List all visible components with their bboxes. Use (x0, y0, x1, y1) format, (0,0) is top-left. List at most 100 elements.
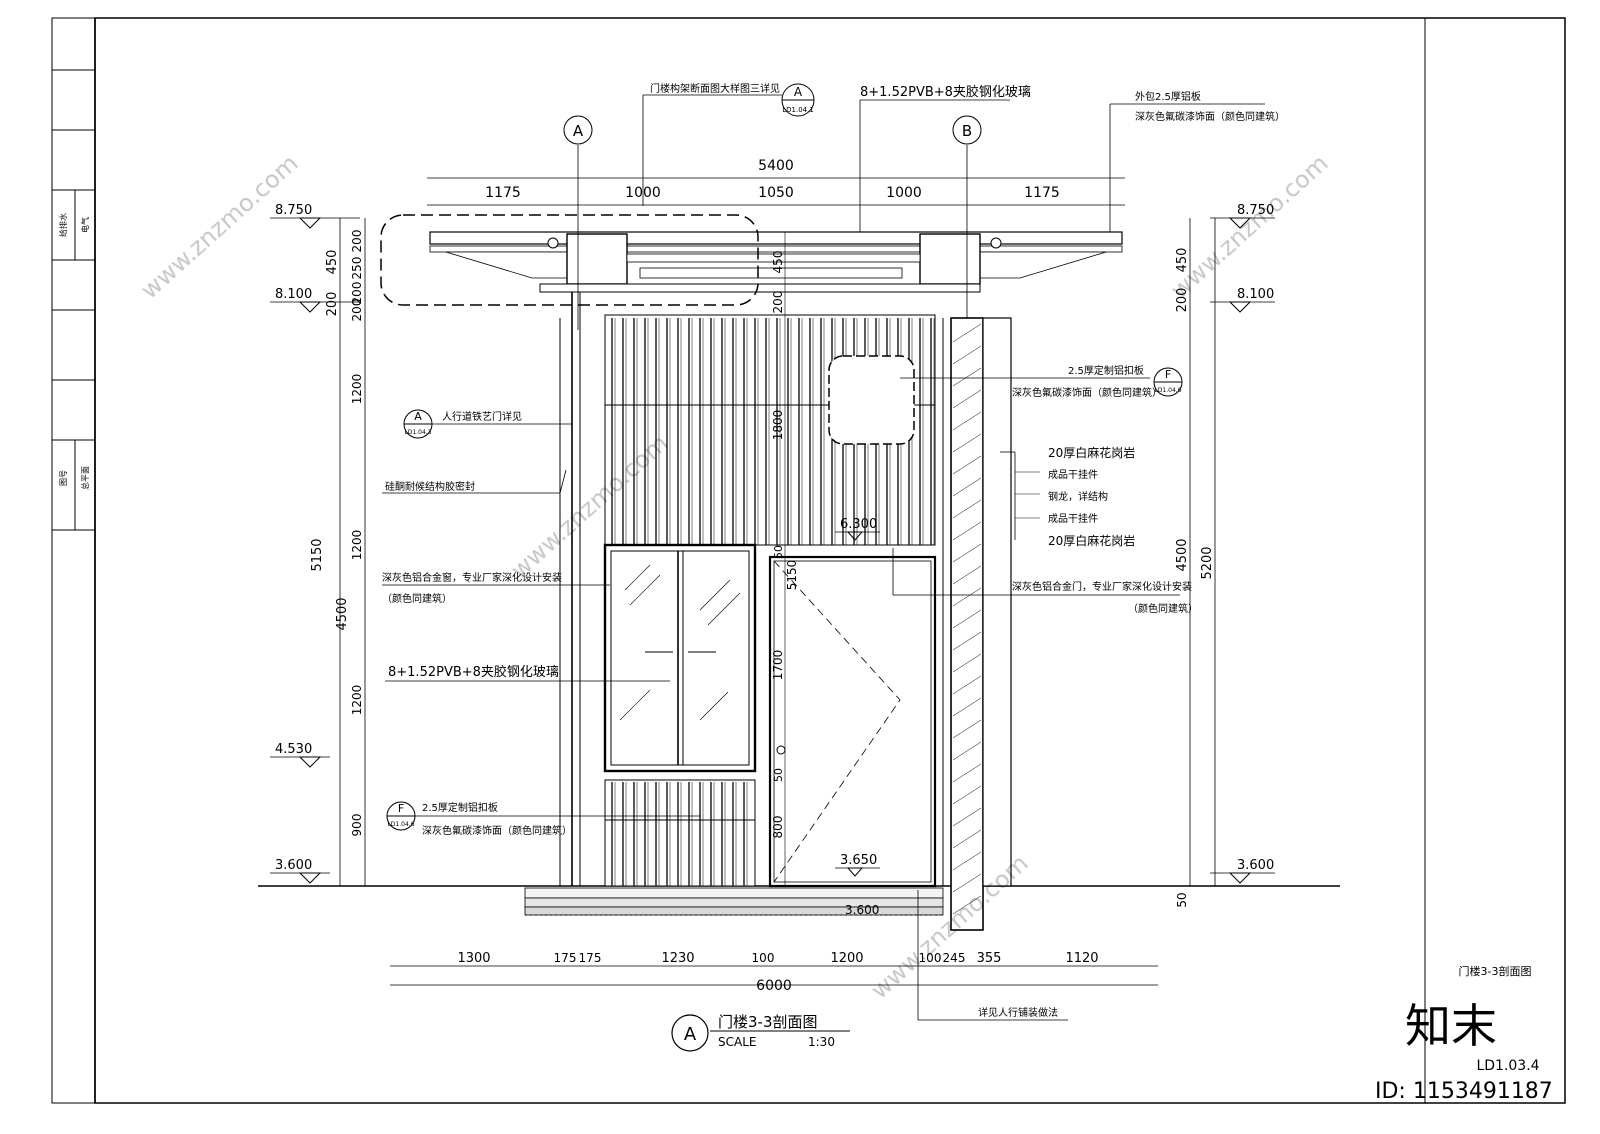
dim-mid-3: 200 (350, 282, 364, 305)
dim-mid-4: 200 (350, 299, 364, 322)
drawing-line (952, 675, 982, 695)
level-left-8750: 8.750 (275, 203, 312, 218)
dim-bottom-seg-5: 100 (752, 951, 775, 965)
dim-center-200: 200 (771, 291, 785, 314)
callout-gate-sym: A (414, 410, 422, 423)
drawing-line (952, 455, 982, 475)
dim-right-4500: 4500 (1175, 538, 1190, 571)
callout-panel-right-1: 2.5厚定制铝扣板 (1068, 364, 1144, 377)
level-right-3600: 3.600 (1237, 858, 1274, 873)
callout-stone: 20厚白麻花岗岩 成品干挂件 钢龙，详结构 成品干挂件 20厚白麻花岗岩 (1000, 445, 1135, 548)
drawing-line (952, 433, 982, 453)
level-left-4530: 4.530 (275, 742, 312, 757)
callout-panel-right-ref: LD1.04.6 (1154, 387, 1181, 394)
callout-sealant-text: 硅酮耐候结构胶密封 (385, 480, 475, 493)
top-dimensions: 5400 1175 1000 1050 1000 1175 (427, 158, 1125, 206)
drawing-line (952, 741, 982, 761)
callout-panel-right-2: 深灰色氟碳漆饰面（颜色同建筑） (1012, 386, 1162, 399)
dim-top-seg-3: 1050 (758, 185, 794, 201)
strip-text-4: 总平面 (80, 466, 90, 490)
callout-top-glass: 8+1.52PVB+8夹胶钢化玻璃 (859, 84, 1031, 232)
watermark-logo: 知末 ID: 1153491187 (1375, 999, 1553, 1104)
dim-mid-6: 1200 (350, 530, 364, 561)
door-frame (768, 555, 937, 888)
detail-highlight-box (380, 214, 759, 306)
dim-bottom-seg-1: 1300 (457, 951, 490, 966)
callout-window-1: 深灰色铝合金窗，专业厂家深化设计安装 (382, 571, 562, 584)
window-frame (603, 543, 757, 773)
callout-panel-right-sym: F (1165, 368, 1171, 381)
dim-left-200: 200 (325, 292, 340, 317)
title-text: 门楼3-3剖面图 (718, 1013, 818, 1031)
callout-gate: A LD1.04.3 人行道铁艺门详见 (403, 409, 572, 439)
ground (258, 885, 1340, 916)
dim-mid-2: 250 (350, 257, 364, 280)
callout-paving: 详见人行铺装做法 (917, 890, 1068, 1021)
drawing-line (952, 763, 982, 783)
grid-axis-a: A (573, 122, 584, 140)
callout-panel-bottom-2: 深灰色氟碳漆饰面（颜色同建筑） (422, 824, 572, 837)
callout-stone-4: 成品干挂件 (1048, 512, 1098, 525)
dim-top-total: 5400 (758, 158, 794, 174)
callout-top-glass-text: 8+1.52PVB+8夹胶钢化玻璃 (860, 84, 1031, 100)
sheet-frame (51, 17, 1566, 1104)
callout-top-detail-ref: LD1.04.1 (782, 106, 814, 114)
dim-center-800: 800 (771, 816, 785, 839)
strip-text-2: 电气 (80, 217, 90, 233)
bottom-dimensions: 1300 175 175 1230 100 1200 100 245 355 1… (390, 951, 1158, 994)
callout-panel-bottom-1: 2.5厚定制铝扣板 (422, 801, 498, 814)
drawing-line (952, 543, 982, 563)
vertical-dimension-lines (339, 218, 1216, 886)
drawing-line (952, 785, 982, 805)
level-left-8100: 8.100 (275, 287, 312, 302)
left-mid-dims: 200 250 200 200 1200 1200 1200 900 4500 (335, 230, 364, 837)
watermark-logo-text: 知末 (1405, 999, 1497, 1053)
callout-panel-right: 2.5厚定制铝扣板 深灰色氟碳漆饰面（颜色同建筑） F LD1.04.6 (900, 364, 1183, 399)
level-inner-3650: 3.650 (840, 853, 877, 868)
dim-center-1800: 1800 (771, 410, 785, 441)
dim-center-5150: 5150 (785, 560, 799, 591)
callout-top-detail-sym: A (794, 85, 803, 99)
dim-right-200: 200 (1175, 288, 1190, 313)
dim-right-450: 450 (1175, 248, 1190, 273)
left-outer-dims: 450 200 5150 (310, 250, 340, 572)
level-right-8100: 8.100 (1237, 287, 1274, 302)
callout-gate-ref: LD1.04.3 (404, 429, 431, 436)
dim-left-450: 450 (325, 250, 340, 275)
drawing-line (952, 389, 982, 409)
center-dims: 450 200 1800 5150 50 1700 50 800 (771, 251, 799, 839)
dim-mid-total: 4500 (335, 597, 350, 630)
callout-panel-bottom-sym: F (398, 802, 404, 815)
callout-window-2: （颜色同建筑） (382, 592, 452, 605)
vent-opening (828, 355, 915, 445)
callout-door-2: （颜色同建筑） (1128, 602, 1198, 615)
dim-bottom-seg-3: 175 (579, 951, 602, 965)
callout-mid-glass-text: 8+1.52PVB+8夹胶钢化玻璃 (388, 664, 559, 680)
drawing-line (952, 411, 982, 431)
title-block-left-strip: 给排水 电气 图号 总平面 (58, 213, 90, 490)
title-scale: 1:30 (808, 1035, 835, 1049)
callout-stone-1: 20厚白麻花岗岩 (1048, 445, 1135, 460)
callout-paving-text: 详见人行铺装做法 (978, 1006, 1058, 1019)
dim-center-1700: 1700 (771, 650, 785, 681)
drawing-line (952, 565, 982, 585)
roof-canopy (380, 214, 1123, 306)
watermark-id: ID: 1153491187 (1375, 1079, 1553, 1104)
dim-mid-8: 900 (350, 814, 364, 837)
watermark-site-1: www.znzmo.com (135, 149, 303, 304)
dim-left-5150: 5150 (310, 538, 325, 571)
right-dims: 450 200 4500 50 5200 (1175, 248, 1215, 908)
dim-bottom-seg-10: 1120 (1065, 951, 1098, 966)
drawing-line (952, 697, 982, 717)
stone-wall (942, 317, 1012, 931)
level-inner-6300: 6.300 (840, 517, 877, 532)
dim-bottom-seg-6: 1200 (830, 951, 863, 966)
grid-axis-b: B (962, 122, 972, 140)
callout-top-right-2: 深灰色氟碳漆饰面（颜色同建筑） (1135, 110, 1285, 123)
drawing-line (952, 477, 982, 497)
callout-stone-2: 成品干挂件 (1048, 468, 1098, 481)
watermark-site-3: www.znzmo.com (1165, 149, 1333, 304)
dim-mid-7: 1200 (350, 685, 364, 716)
dim-mid-1: 200 (350, 230, 364, 253)
